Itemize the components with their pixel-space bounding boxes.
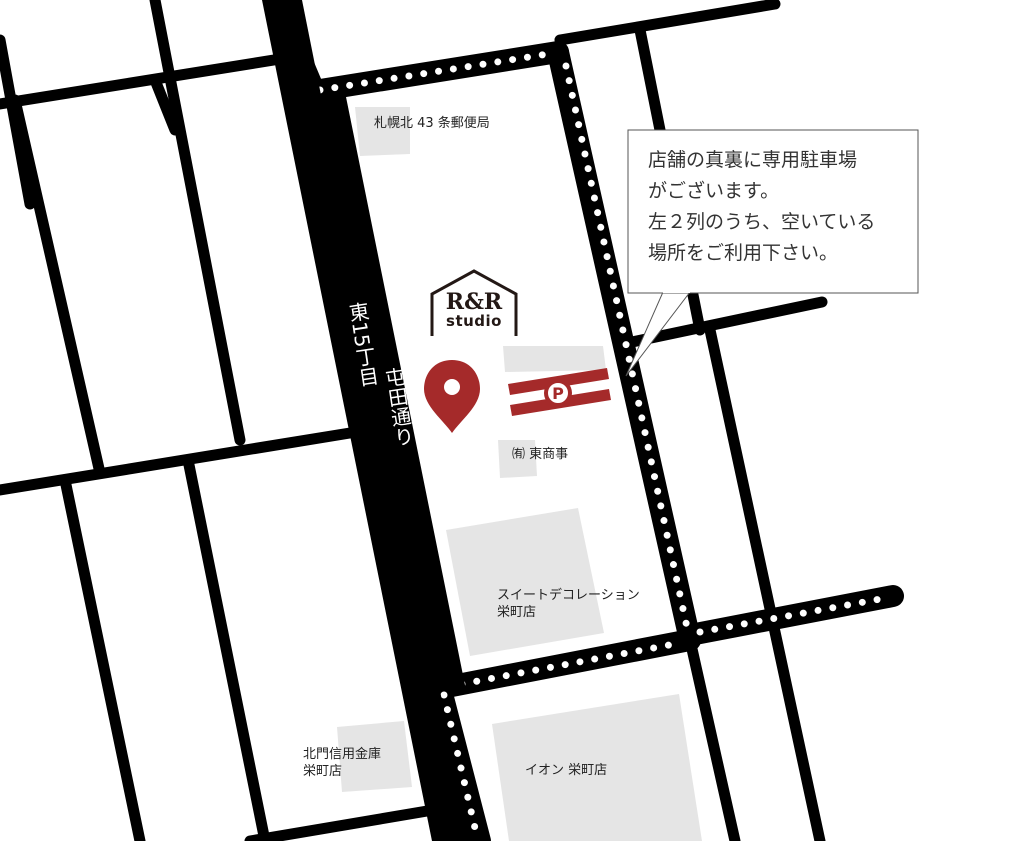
building-post-office bbox=[355, 107, 410, 156]
street-vertical-8 bbox=[704, 324, 826, 841]
callout-line-2: がございます。 bbox=[648, 180, 780, 202]
parking-icon: P bbox=[508, 368, 611, 416]
callout-line-4: 場所をご利用下さい。 bbox=[648, 242, 839, 264]
building-parking-area bbox=[503, 346, 606, 372]
label-hokumon-bank-line1: 北門信用金庫 bbox=[303, 747, 382, 762]
label-aeon: イオン 栄町店 bbox=[525, 763, 608, 778]
store-logo: R&R studio bbox=[428, 268, 520, 340]
label-hokumon-bank: 北門信用金庫 栄町店 bbox=[303, 746, 381, 780]
label-higashi-shoji: ㈲ 東商事 bbox=[512, 447, 569, 462]
main-road-upper bbox=[300, 92, 466, 690]
street-vertical-4 bbox=[149, 74, 181, 136]
label-sweet-decoration: スイートデコレーション 栄町店 bbox=[497, 587, 640, 621]
main-road-name-east15: 東15丁目 bbox=[344, 300, 381, 389]
main-road bbox=[262, 0, 470, 841]
label-sweet-decoration-line1: スイートデコレーション bbox=[497, 588, 640, 603]
street-top-horizontal-right bbox=[554, 0, 781, 46]
callout-line-1: 店舗の真裏に専用駐車場 bbox=[648, 149, 858, 171]
street-mid-horizontal-left bbox=[0, 427, 356, 496]
parking-callout: 店舗の真裏に専用駐車場 がございます。 左２列のうち、空いている 場所をご利用下… bbox=[628, 130, 918, 293]
street-vertical-2 bbox=[9, 94, 106, 479]
label-hokumon-bank-line2: 栄町店 bbox=[303, 764, 343, 779]
building-sweet-decoration bbox=[446, 508, 604, 656]
street-vertical-5 bbox=[59, 474, 146, 841]
street-vertical-3 bbox=[149, 0, 246, 446]
dotted-road-top bbox=[297, 41, 569, 103]
building-hokumon bbox=[337, 721, 412, 792]
main-road-name-tonden: 屯田通り bbox=[380, 365, 416, 449]
building-blocks bbox=[337, 107, 702, 841]
label-post-office: 札幌北 43 条郵便局 bbox=[374, 116, 490, 131]
building-higashi-shoji bbox=[498, 440, 537, 478]
callout-frame bbox=[627, 129, 919, 294]
street-vertical-9 bbox=[684, 634, 741, 841]
street-bottom-horizontal-left bbox=[244, 802, 451, 841]
store-subtitle: studio bbox=[446, 312, 502, 330]
street-vertical-6 bbox=[182, 454, 271, 841]
location-pin-icon bbox=[424, 360, 480, 433]
store-name: R&R bbox=[445, 289, 503, 315]
street-mid-horizontal-right bbox=[626, 296, 828, 348]
building-aeon bbox=[492, 694, 702, 841]
house-logo-icon bbox=[430, 269, 518, 336]
label-sweet-decoration-line2: 栄町店 bbox=[497, 605, 537, 620]
callout-line-3: 左２列のうち、空いている bbox=[648, 211, 876, 233]
parking-symbol: P bbox=[552, 384, 564, 403]
